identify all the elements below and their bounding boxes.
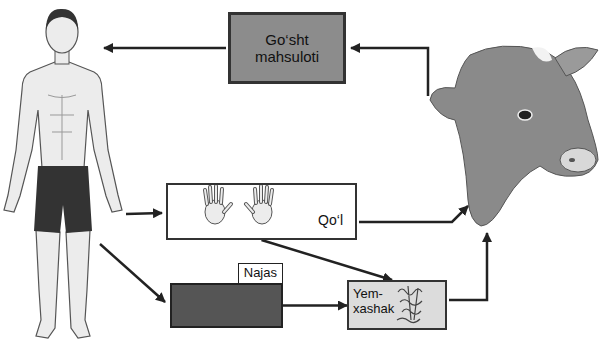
node-label: Go‘sht mahsuloti [242,31,332,66]
hand-icon [205,186,231,224]
node-label: Yem- xashak [353,287,399,317]
human-shorts [34,166,92,233]
cow-nostril [569,158,575,162]
fodder-box-fill [347,280,447,330]
human-hair [46,9,78,30]
fodder-picture [397,286,422,323]
cow-nose [560,148,596,172]
flow-arrow [104,47,226,50]
hand-fingers [246,186,272,212]
node-label: Najas [238,263,283,284]
node-label: Qo‘l [318,212,343,228]
hands-box: Qo‘l [166,183,357,240]
cow-eye [518,110,532,120]
product-box: Go‘sht mahsuloti [228,12,346,84]
cow-spot [532,47,552,61]
cow-head [430,46,598,226]
human-leg [36,230,60,338]
cow-ear [555,47,598,76]
flow-arrow [126,213,162,214]
flow-arrow [359,206,468,222]
flow-arrow [100,244,165,302]
hand-fingers [205,186,231,212]
hands-box-fill [166,183,357,240]
human-muscle-lines [48,95,76,160]
fodder-box: Yem- xashak [347,280,447,330]
hand-icon [246,186,272,224]
flow-arrow [449,233,487,300]
flow-arrow [351,48,428,96]
human-leg [66,230,90,338]
flow-arrow [283,304,347,307]
waste-box: Najas [170,283,283,328]
hand-fingers [246,186,272,212]
hand-fingers [205,186,231,212]
